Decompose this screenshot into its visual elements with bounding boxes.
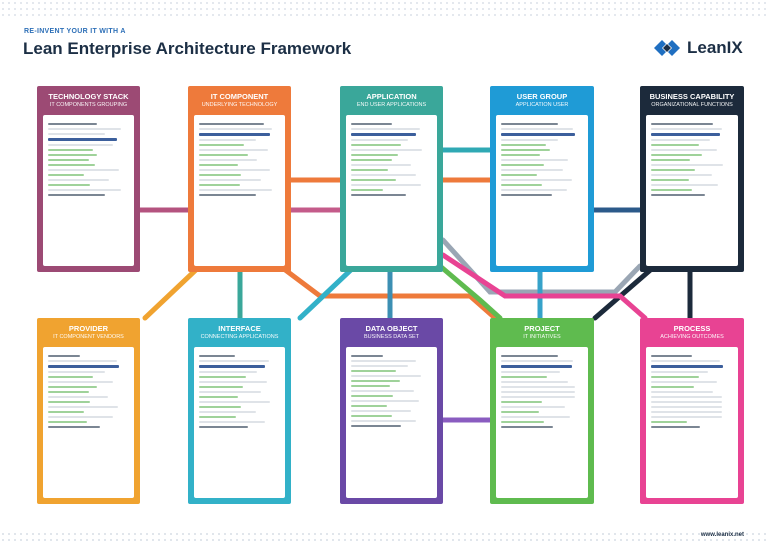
logo-text: LeanIX xyxy=(687,38,743,57)
card-preview-sheet xyxy=(346,115,437,266)
card-title: APPLICATION xyxy=(366,92,417,101)
card-provider[interactable]: PROVIDER IT COMPONENT VENDORS xyxy=(37,318,140,504)
card-preview-sheet xyxy=(646,347,738,498)
card-preview-sheet xyxy=(43,115,134,266)
card-preview-sheet xyxy=(43,347,134,498)
card-title: IT COMPONENT xyxy=(210,92,269,101)
card-title: PROJECT xyxy=(524,324,560,333)
card-subtitle: IT COMPONENTS GROUPING xyxy=(49,102,128,108)
card-subtitle: ACHIEVING OUTCOMES xyxy=(660,334,724,340)
card-it-component[interactable]: IT COMPONENT UNDERLYING TECHNOLOGY xyxy=(188,86,291,272)
card-preview-sheet xyxy=(496,347,588,498)
card-title: BUSINESS CAPABILITY xyxy=(649,92,735,101)
card-title: PROCESS xyxy=(673,324,711,333)
leanix-logo-icon xyxy=(654,40,680,56)
connector-app-int xyxy=(297,263,358,321)
connector-bc-proj xyxy=(592,263,658,321)
card-title: TECHNOLOGY STACK xyxy=(48,92,129,101)
card-title: DATA OBJECT xyxy=(365,324,418,333)
card-business-capability[interactable]: BUSINESS CAPABILITY ORGANIZATIONAL FUNCT… xyxy=(640,86,744,272)
card-subtitle: IT INITIATIVES xyxy=(523,334,561,340)
footer-url[interactable]: www.leanix.net xyxy=(700,532,744,538)
card-interface[interactable]: INTERFACE CONNECTING APPLICATIONS xyxy=(188,318,291,504)
card-application[interactable]: APPLICATION END USER APPLICATIONS xyxy=(340,86,443,272)
card-process[interactable]: PROCESS ACHIEVING OUTCOMES xyxy=(640,318,744,504)
eyebrow-text: RE-INVENT YOUR IT WITH A xyxy=(24,28,126,35)
card-subtitle: UNDERLYING TECHNOLOGY xyxy=(201,102,278,108)
card-project[interactable]: PROJECT IT INITIATIVES xyxy=(490,318,594,504)
card-subtitle: BUSINESS DATA SET xyxy=(363,334,420,340)
page-title: Lean Enterprise Architecture Framework xyxy=(23,39,352,58)
card-preview-sheet xyxy=(496,115,588,266)
connector-itc-prov xyxy=(142,263,203,321)
card-technology-stack[interactable]: TECHNOLOGY STACK IT COMPONENTS GROUPING xyxy=(37,86,140,272)
card-title: INTERFACE xyxy=(218,324,261,333)
connector-app-bc xyxy=(440,237,643,295)
card-subtitle: END USER APPLICATIONS xyxy=(356,102,427,108)
connector-app-proj xyxy=(437,263,503,321)
card-user-group[interactable]: USER GROUP APPLICATION USER xyxy=(490,86,594,272)
card-preview-sheet xyxy=(646,115,738,266)
connector-itc-proj xyxy=(277,263,498,321)
card-subtitle: CONNECTING APPLICATIONS xyxy=(200,334,279,340)
card-title: USER GROUP xyxy=(516,92,568,101)
card-title: PROVIDER xyxy=(68,324,109,333)
card-preview-sheet xyxy=(194,115,285,266)
connector-app-proc xyxy=(440,252,648,321)
card-preview-sheet xyxy=(194,347,285,498)
card-subtitle: ORGANIZATIONAL FUNCTIONS xyxy=(651,102,733,108)
card-preview-sheet xyxy=(346,347,437,498)
card-subtitle: APPLICATION USER xyxy=(515,102,569,108)
card-data-object[interactable]: DATA OBJECT BUSINESS DATA SET xyxy=(340,318,443,504)
leanix-logo: LeanIX xyxy=(652,38,743,58)
bottom-dot-pattern xyxy=(0,531,768,545)
card-subtitle: IT COMPONENT VENDORS xyxy=(53,334,124,340)
top-dot-pattern xyxy=(0,0,768,20)
